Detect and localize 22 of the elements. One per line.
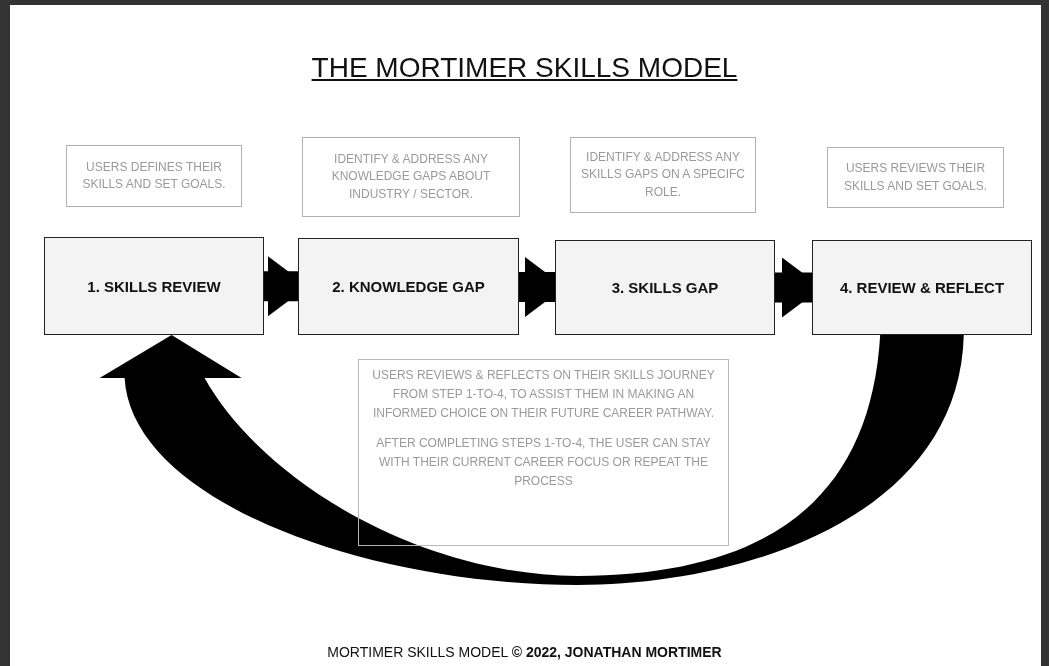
note-text: IDENTIFY & ADDRESS ANY SKILLS GAPS ON A SPECIFC ROLE. bbox=[579, 148, 747, 201]
step-label: 4. REVIEW & REFLECT bbox=[839, 279, 1005, 296]
note-text: AFTER COMPLETING STEPS 1-TO-4, THE USER CAN STAY WITH THEIR CURRENT CAREER FOCUS OR REPEAT THE PROCESS bbox=[375, 434, 712, 490]
step-label: 1. SKILLS REVIEW bbox=[87, 277, 221, 295]
note-box bbox=[570, 137, 756, 213]
step-box bbox=[812, 240, 1032, 335]
step-label: 2. KNOWLEDGE GAP bbox=[332, 278, 485, 295]
step-box bbox=[44, 237, 264, 335]
note-box bbox=[302, 137, 520, 217]
note-box bbox=[66, 145, 242, 207]
step-label: 3. SKILLS GAP bbox=[611, 279, 719, 296]
step-box bbox=[298, 238, 519, 335]
note-box bbox=[827, 147, 1004, 208]
footer-credit: MORTIMER SKILLS MODEL © 2022, JONATHAN MORTIMER bbox=[327, 644, 722, 660]
note-text: USERS DEFINES THEIR SKILLS AND SET GOALS. bbox=[81, 158, 227, 193]
note-text: USERS REVIEWS & REFLECTS ON THEIR SKILLS JOURNEY FROM STEP 1-TO-4, TO ASSIST THEM IN MAKING AN INFORMED CHOICE ON THEIR FUTURE CAREER PATHWAY. bbox=[371, 367, 716, 423]
title: THE MORTIMER SKILLS MODEL bbox=[311, 52, 738, 83]
note-text: USERS REVIEWS THEIR SKILLS AND SET GOALS. bbox=[842, 160, 989, 195]
step-box bbox=[555, 240, 775, 335]
note-box bbox=[358, 359, 729, 546]
note-text: IDENTIFY & ADDRESS ANY KNOWLEDGE GAPS ABOUT INDUSTRY / SECTOR. bbox=[330, 150, 492, 203]
curved-return-arrow bbox=[99, 335, 964, 585]
